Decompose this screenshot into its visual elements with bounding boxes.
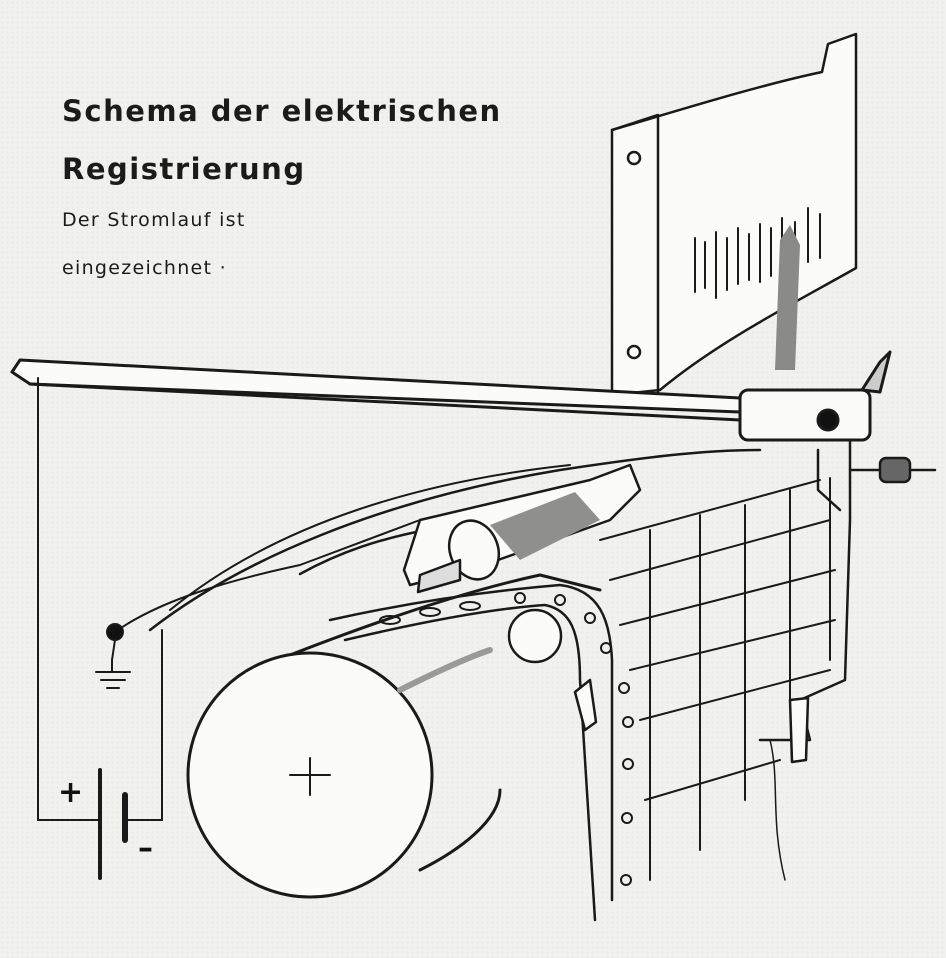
ground-node — [106, 623, 124, 641]
insulator — [878, 456, 912, 484]
pivot-housing — [738, 388, 872, 442]
diagram-title: Schema der elektrischen Registrierung — [62, 82, 502, 198]
plate-hole-top — [626, 150, 642, 166]
strip-perforations — [379, 592, 634, 886]
subtitle-line-1: Der Stromlauf ist — [62, 209, 246, 231]
stylus-roller — [402, 463, 642, 594]
paper-strip — [328, 583, 786, 922]
scale-plate — [610, 32, 858, 397]
battery: + – — [58, 768, 153, 880]
pointer-shadow — [775, 225, 800, 370]
adjust-screw — [860, 350, 892, 394]
pivot-bearing — [816, 408, 840, 432]
stylus-wire — [114, 519, 421, 633]
guide-roller — [507, 608, 563, 664]
subtitle-line-2: eingezeichnet · — [62, 257, 227, 279]
paper-drum — [186, 573, 602, 899]
title-line-1: Schema der elektrischen — [62, 94, 502, 128]
pointer-arm — [10, 350, 892, 442]
side-bracket — [758, 438, 937, 764]
battery-minus-label: – — [138, 831, 153, 866]
chart-grid — [599, 477, 836, 881]
title-line-2: Registrierung — [62, 152, 306, 186]
plate-hole-bottom — [626, 344, 642, 360]
diagram-subtitle: Der Stromlauf ist eingezeichnet · — [62, 196, 246, 292]
battery-plus-label: + — [58, 775, 83, 810]
circuit — [37, 377, 421, 821]
